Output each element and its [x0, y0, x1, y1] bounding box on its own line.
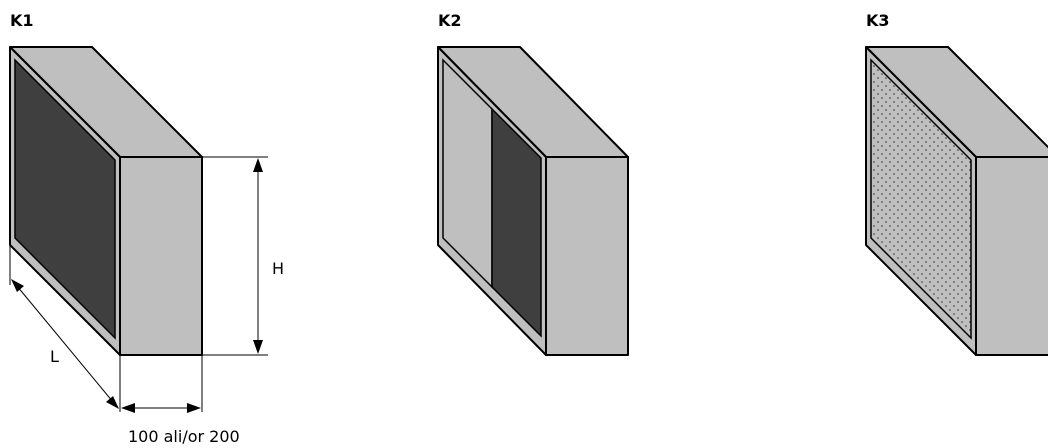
- depth-label: 100 ali/or 200: [128, 427, 240, 446]
- height-label: H: [272, 259, 284, 278]
- length-label: L: [50, 347, 59, 366]
- unit-k1-filter-panel: [14, 58, 116, 340]
- unit-k2-label: K2: [438, 11, 462, 30]
- unit-k1-side-face: [119, 156, 203, 356]
- unit-k1-label: K1: [10, 11, 34, 30]
- length-dimension: L: [9, 245, 121, 412]
- unit-k3-side-face: [975, 156, 1048, 356]
- unit-k3-label: K3: [866, 11, 890, 30]
- unit-k3-filter-panel: [870, 58, 972, 340]
- unit-k2: K2: [437, 11, 629, 356]
- unit-k3: K3: [865, 11, 1048, 356]
- unit-k1: K1 H L: [9, 11, 284, 446]
- unit-k2-filter-panel-dark: [491, 107, 542, 338]
- depth-dimension: 100 ali/or 200: [121, 355, 240, 446]
- height-dimension: H: [202, 156, 284, 356]
- unit-k2-side-face: [545, 156, 629, 356]
